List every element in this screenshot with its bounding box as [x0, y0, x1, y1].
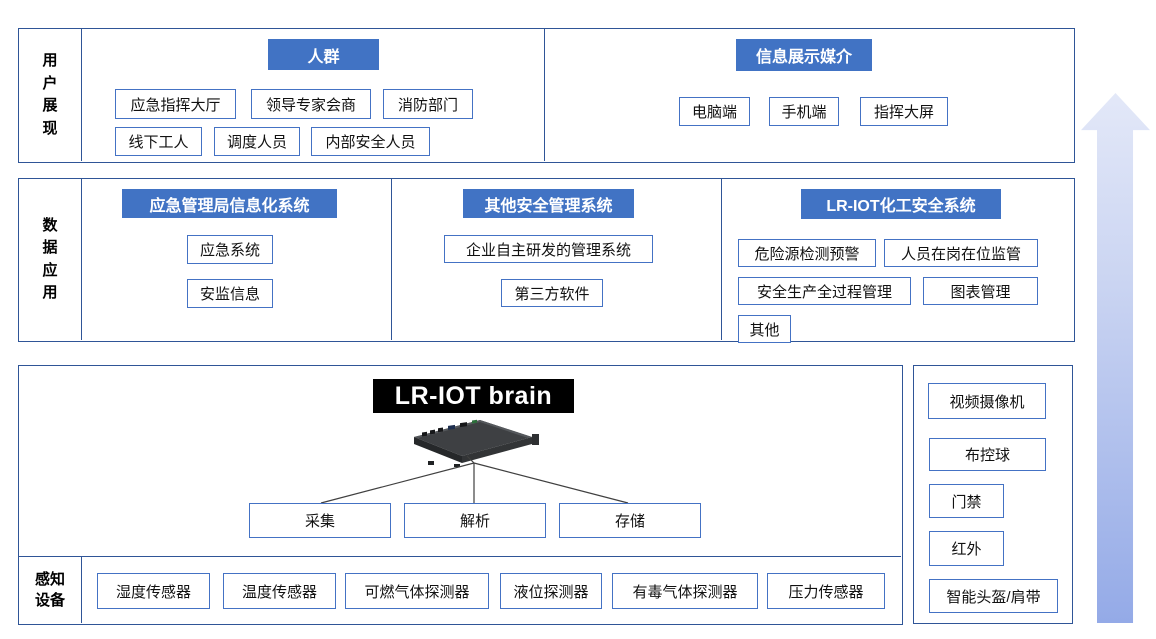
connector-lines	[320, 455, 629, 504]
box-collect: 采集	[249, 503, 391, 538]
box-emergency-system: 应急系统	[187, 235, 273, 264]
layer-platform: LR-IOT brain 采集 解析 存储 感知	[18, 365, 903, 625]
layer-label-cell-sensing: 感知设备	[19, 556, 82, 623]
box-other: 其他	[738, 315, 791, 343]
group-header-emergency-bureau-system: 应急管理局信息化系统	[122, 189, 337, 218]
box-emergency-command-hall: 应急指挥大厅	[115, 89, 236, 119]
box-hazard-detection-warning: 危险源检测预警	[738, 239, 876, 267]
group-header-display-media: 信息展示媒介	[736, 39, 872, 71]
box-whole-process-safety-management: 安全生产全过程管理	[738, 277, 911, 305]
brain-title: LR-IOT brain	[373, 379, 574, 413]
box-toxic-gas-detector: 有毒气体探测器	[612, 573, 758, 609]
box-chart-management: 图表管理	[923, 277, 1038, 305]
box-pressure-sensor: 压力传感器	[767, 573, 885, 609]
divider-col1-col2	[391, 179, 392, 340]
box-deployment-ball-camera: 布控球	[929, 438, 1046, 471]
layer-label-data-application: 数据应用	[42, 216, 58, 302]
box-humidity-sensor: 湿度传感器	[97, 573, 210, 609]
box-dispatchers: 调度人员	[214, 127, 300, 156]
box-video-camera: 视频摄像机	[928, 383, 1046, 419]
box-smart-helmet-shoulder-strap: 智能头盔/肩带	[929, 579, 1058, 613]
layer-label-cell-data-application: 数据应用	[19, 179, 82, 340]
box-personnel-on-duty-supervision: 人员在岗在位监管	[884, 239, 1038, 267]
divider-crowd-media	[544, 29, 545, 161]
layer-data-application: 数据应用 应急管理局信息化系统 应急系统 安监信息 其他安全管理系统 企业自主研…	[18, 178, 1075, 343]
group-header-other-safety-systems: 其他安全管理系统	[463, 189, 634, 218]
layer-label-user-display: 用户展现	[42, 52, 58, 137]
server-appliance-image	[414, 419, 539, 467]
layer-label-sensing-devices: 感知设备	[34, 570, 65, 609]
box-liquid-level-detector: 液位探测器	[500, 573, 602, 609]
panel-video-devices: 视频摄像机 布控球 门禁 红外 智能头盔/肩带	[913, 365, 1073, 624]
layer-label-cell-user-display: 用户展现	[19, 29, 82, 161]
box-third-party-software: 第三方软件	[501, 279, 603, 307]
layer-user-display: 用户展现 人群 应急指挥大厅 领导专家会商 消防部门 线下工人 调度人员 内部安…	[18, 28, 1075, 163]
box-temperature-sensor: 温度传感器	[223, 573, 336, 609]
box-parse: 解析	[404, 503, 546, 538]
box-command-big-screen: 指挥大屏	[860, 97, 948, 126]
box-combustible-gas-detector: 可燃气体探测器	[345, 573, 489, 609]
divider-col2-col3	[721, 179, 722, 340]
box-internal-safety-staff: 内部安全人员	[311, 127, 430, 156]
box-self-developed-management-system: 企业自主研发的管理系统	[444, 235, 653, 263]
group-header-lriot-chemical-safety-system: LR-IOT化工安全系统	[801, 189, 1001, 219]
box-safety-supervision-info: 安监信息	[187, 279, 273, 308]
box-fire-department: 消防部门	[383, 89, 473, 119]
group-header-crowd: 人群	[268, 39, 379, 70]
box-infrared: 红外	[929, 531, 1004, 566]
box-offline-workers: 线下工人	[115, 127, 202, 156]
box-access-control: 门禁	[929, 484, 1004, 518]
box-store: 存储	[559, 503, 701, 538]
up-arrow	[1081, 93, 1150, 623]
box-leader-expert-consultation: 领导专家会商	[251, 89, 371, 119]
divider-platform-sensing	[19, 556, 901, 557]
box-pc-client: 电脑端	[679, 97, 750, 126]
box-mobile-client: 手机端	[769, 97, 839, 126]
